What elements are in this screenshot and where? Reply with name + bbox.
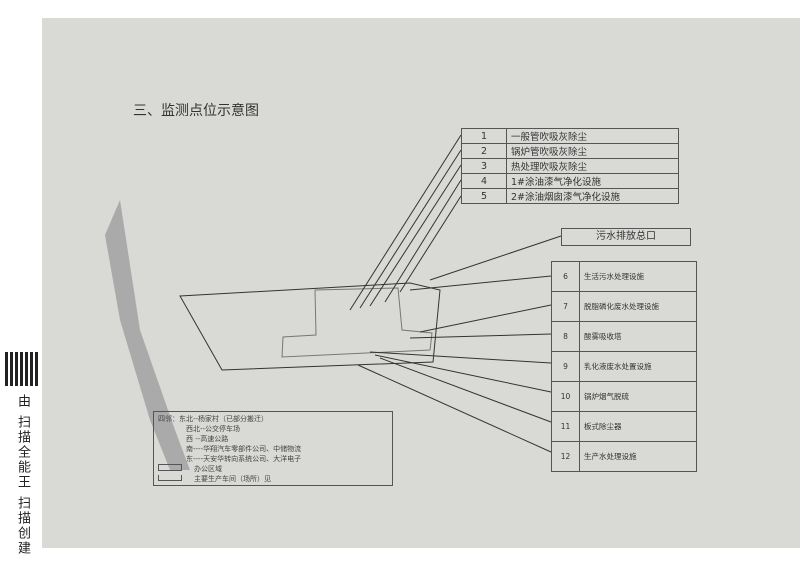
point-no: 4	[461, 173, 507, 189]
point-no: 2	[461, 143, 507, 159]
point-no: 3	[461, 158, 507, 174]
point-label: 2#涂油烟囱漆气净化设施	[506, 188, 679, 204]
point-label: 板式除尘器	[579, 411, 697, 442]
office-symbol	[158, 464, 182, 471]
legend-line: 南----华翔汽车零部件公司、中储物流	[186, 445, 302, 453]
point-label: 一般管吹吸灰除尘	[506, 128, 679, 144]
point-no: 10	[551, 381, 580, 412]
point-label: 1#涂油漆气净化设施	[506, 173, 679, 189]
point-no: 8	[551, 321, 580, 352]
legend-line: 四邻：东北--杨家村（已部分搬迁）	[158, 415, 269, 423]
point-no: 11	[551, 411, 580, 442]
point-label: 锅炉管吹吸灰除尘	[506, 143, 679, 159]
workshop-symbol	[158, 475, 182, 481]
legend-office: 办公区域	[194, 465, 222, 473]
legend-line: 西北--公交停车场	[186, 425, 241, 433]
legend-workshop: 主要生产车间（场所）见	[194, 475, 271, 483]
point-no: 1	[461, 128, 507, 144]
site-boundary	[179, 282, 441, 371]
point-no: 5	[461, 188, 507, 204]
point-no: 6	[551, 261, 580, 292]
point-label: 生产水处理设施	[579, 441, 697, 472]
point-label: 酸雾吸收塔	[579, 321, 697, 352]
qr-code-icon	[5, 352, 39, 386]
point-label: 脱脂磷化废水处理设施	[579, 291, 697, 322]
page-title: 三、监测点位示意图	[133, 103, 259, 119]
map-legend: 四邻：东北--杨家村（已部分搬迁） 西北--公交停车场 西 --高速公路 南--…	[153, 411, 393, 486]
scanner-watermark: 由 扫描全能王 扫描创建	[5, 352, 41, 556]
point-no: 7	[551, 291, 580, 322]
legend-line: 西 --高速公路	[186, 435, 229, 443]
point-no: 9	[551, 351, 580, 382]
point-no: 12	[551, 441, 580, 472]
sewage-outlet-label: 污水排放总口	[561, 228, 691, 246]
point-label: 乳化液废水处置设施	[579, 351, 697, 382]
point-label: 热处理吹吸灰除尘	[506, 158, 679, 174]
legend-line: 东----天安华转向系统公司、大洋电子	[186, 455, 302, 463]
point-label: 生活污水处理设施	[579, 261, 697, 292]
road	[105, 200, 190, 470]
watermark-text: 由 扫描全能王 扫描创建	[15, 394, 30, 557]
workshop-outline	[281, 287, 433, 358]
point-label: 锅炉烟气脱硫	[579, 381, 697, 412]
pointer-lines	[349, 134, 562, 453]
